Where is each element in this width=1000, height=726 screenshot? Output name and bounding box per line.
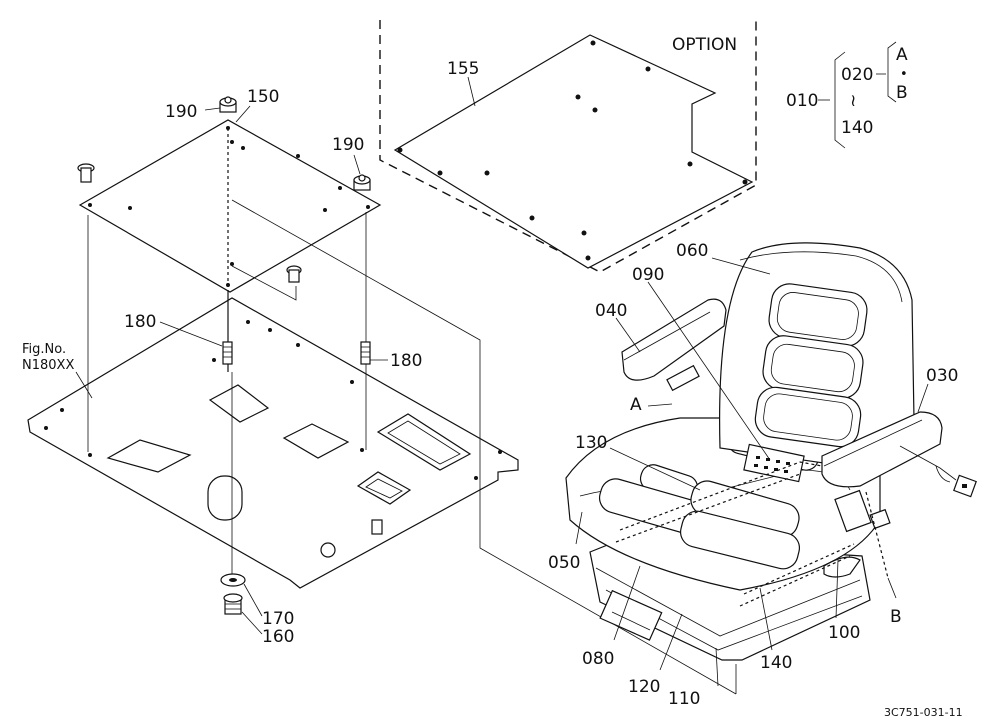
seat-assembly: [565, 242, 977, 661]
callout-mark-a: A: [630, 395, 642, 415]
callout-060: 060: [676, 241, 708, 261]
legend-parent: 010: [786, 91, 818, 111]
floor-cutout-right-1: [376, 413, 472, 471]
stud-180-right: [360, 341, 371, 365]
legend-variant-dot: •: [900, 67, 908, 82]
armrest-left-040: [621, 298, 727, 392]
legend-variant-b: B: [896, 83, 908, 103]
floor-cutout-left: [106, 439, 192, 473]
stud-180-left: [222, 341, 233, 365]
fig-ref-line1: Fig.No.: [22, 342, 66, 357]
floor-clip: [371, 519, 383, 535]
callout-mark-b: B: [890, 607, 902, 627]
callout-190-right: 190: [332, 135, 364, 155]
part-150-plate-group: 190 150 190: [77, 87, 382, 293]
nut-190-left: [219, 96, 237, 113]
callout-050: 050: [548, 553, 580, 573]
part-150-plate: [78, 119, 382, 293]
fig-ref-line2: N180XX: [22, 358, 74, 373]
callout-155: 155: [447, 59, 479, 79]
callout-150: 150: [247, 87, 279, 107]
bolt-middle: [286, 265, 302, 283]
floor-cutout-upper: [208, 384, 270, 423]
floor-plate: [27, 297, 519, 589]
callout-100: 100: [828, 623, 860, 643]
floor-slot: [207, 475, 243, 521]
callout-110: 110: [668, 689, 700, 709]
washer-170: [220, 573, 246, 587]
nut-190-right: [353, 174, 371, 191]
callout-030: 030: [926, 366, 958, 386]
floor-holes: [44, 320, 502, 480]
option-region: OPTION 155: [379, 20, 757, 273]
parts-range-legend: 010 020 ≀ 140 A • B: [786, 41, 908, 149]
callout-140: 140: [760, 653, 792, 673]
slide-rail-front: [599, 589, 663, 641]
option-label: OPTION: [672, 35, 737, 55]
floor-plate-group: [27, 297, 519, 589]
floor-cutout-right-2: [356, 471, 412, 505]
legend-range-start: 020: [841, 65, 873, 85]
bolt-upper-left: [77, 163, 95, 183]
drawing-code: 3C751-031-11: [884, 706, 963, 719]
callout-190-left: 190: [165, 102, 197, 122]
callout-180-left: 180: [124, 312, 156, 332]
callout-160: 160: [262, 627, 294, 647]
floor-round-hole: [320, 542, 336, 558]
floor-cutout-center: [282, 423, 350, 459]
callout-120: 120: [628, 677, 660, 697]
wire-connector: [899, 445, 977, 498]
callout-090: 090: [632, 265, 664, 285]
callout-080: 080: [582, 649, 614, 669]
bolt-160: [223, 593, 243, 615]
callout-130: 130: [575, 433, 607, 453]
callout-180-right: 180: [390, 351, 422, 371]
seat-switch-090: [743, 443, 805, 483]
legend-tilde: ≀: [850, 91, 856, 111]
legend-variant-a: A: [896, 45, 908, 65]
lever-100: [823, 556, 861, 578]
callout-170: 170: [262, 609, 294, 629]
callout-040: 040: [595, 301, 627, 321]
seatbelt-buckle: [834, 489, 891, 579]
legend-range-end: 140: [841, 118, 873, 138]
plate-155-holes: [397, 40, 748, 261]
armrest-right-030: [821, 411, 943, 488]
part-155-plate: [393, 34, 754, 269]
